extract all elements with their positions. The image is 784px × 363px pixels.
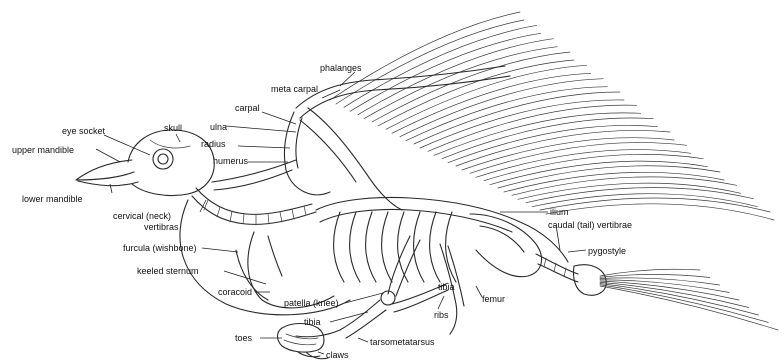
label-ilium: ilium xyxy=(550,207,569,217)
label-toes: toes xyxy=(235,333,253,343)
lower-beak-drawing xyxy=(78,181,138,186)
torso-drawing xyxy=(180,198,568,315)
rib xyxy=(414,212,424,282)
label-phalanges: phalanges xyxy=(320,63,362,73)
label-cervical-line2: vertibras xyxy=(144,222,179,232)
label-femur: femur xyxy=(482,294,505,304)
claws-drawing xyxy=(298,352,328,359)
label-ulna: ulna xyxy=(210,122,227,132)
label-tarsometatarsus: tarsometatarsus xyxy=(370,337,435,347)
label-skull: skull xyxy=(164,123,182,133)
wing-feathers xyxy=(330,12,774,220)
bird-skeleton-drawing xyxy=(76,12,778,359)
wing-feather xyxy=(484,154,703,180)
wing-feather xyxy=(372,52,570,122)
tail-feather xyxy=(600,269,700,276)
labels: phalanges meta carpal carpal ulna radius… xyxy=(12,63,632,360)
label-keeled-sternum: keeled sternum xyxy=(137,266,199,276)
wing-feather-edge xyxy=(476,150,691,178)
neck-vertebrae xyxy=(192,188,316,225)
rib xyxy=(382,212,392,282)
tail-feather xyxy=(600,282,749,307)
rib xyxy=(430,212,440,282)
rib xyxy=(350,212,360,282)
wing-feather-edge xyxy=(448,125,657,162)
label-claws: claws xyxy=(326,350,349,360)
wing-feather xyxy=(428,105,637,151)
sternum-drawing xyxy=(248,232,334,308)
skull-drawing xyxy=(76,130,214,196)
label-pygostyle: pygostyle xyxy=(588,246,626,256)
label-patella: patella (knee) xyxy=(284,298,339,308)
label-caudal: caudal (tail) vertibrae xyxy=(548,220,632,230)
wing-feather xyxy=(470,143,687,174)
wing-feather xyxy=(344,25,537,107)
foot-drawing xyxy=(278,324,329,359)
femur-drawing xyxy=(388,236,410,294)
wing-bones xyxy=(212,66,510,210)
label-furcula: furcula (wishbone) xyxy=(123,243,197,253)
wing-feather xyxy=(512,177,737,195)
wing-feather xyxy=(526,188,753,203)
tail-feather xyxy=(600,274,710,277)
label-meta-carpal: meta carpal xyxy=(271,84,318,94)
label-cervical-line1: cervical (neck) xyxy=(113,211,171,221)
label-eye-socket: eye socket xyxy=(62,126,106,136)
label-tibia-right: tibia xyxy=(438,282,455,292)
upper-beak-drawing xyxy=(76,160,134,180)
wing-feather-edge xyxy=(434,113,641,155)
tail-feathers xyxy=(600,269,778,330)
label-humerus: humerus xyxy=(213,156,249,166)
label-carpal: carpal xyxy=(235,103,260,113)
pelvis-drawing xyxy=(470,214,542,277)
rib xyxy=(398,212,408,282)
rib xyxy=(366,212,376,282)
rib xyxy=(446,212,456,282)
wing-feather-edge xyxy=(490,161,707,185)
wing-feather-edge xyxy=(532,194,757,207)
label-upper-mandible: upper mandible xyxy=(12,145,74,155)
label-coracoid: coracoid xyxy=(218,287,252,297)
label-lower-mandible: lower mandible xyxy=(22,194,83,204)
tail-feather xyxy=(600,286,778,330)
wing-feather xyxy=(358,39,553,115)
label-tibia-lower: tibia xyxy=(304,317,321,327)
wing-feather xyxy=(414,92,620,144)
backbone-drawing xyxy=(316,198,568,263)
wing-feather-edge xyxy=(546,204,774,220)
wing-feather-edge xyxy=(420,100,624,148)
label-radius: radius xyxy=(201,139,226,149)
rib xyxy=(334,212,344,282)
eye-socket-drawing xyxy=(153,149,173,169)
wing-feather xyxy=(540,198,770,212)
label-ribs: ribs xyxy=(434,310,449,320)
tail-drawing xyxy=(536,254,606,295)
